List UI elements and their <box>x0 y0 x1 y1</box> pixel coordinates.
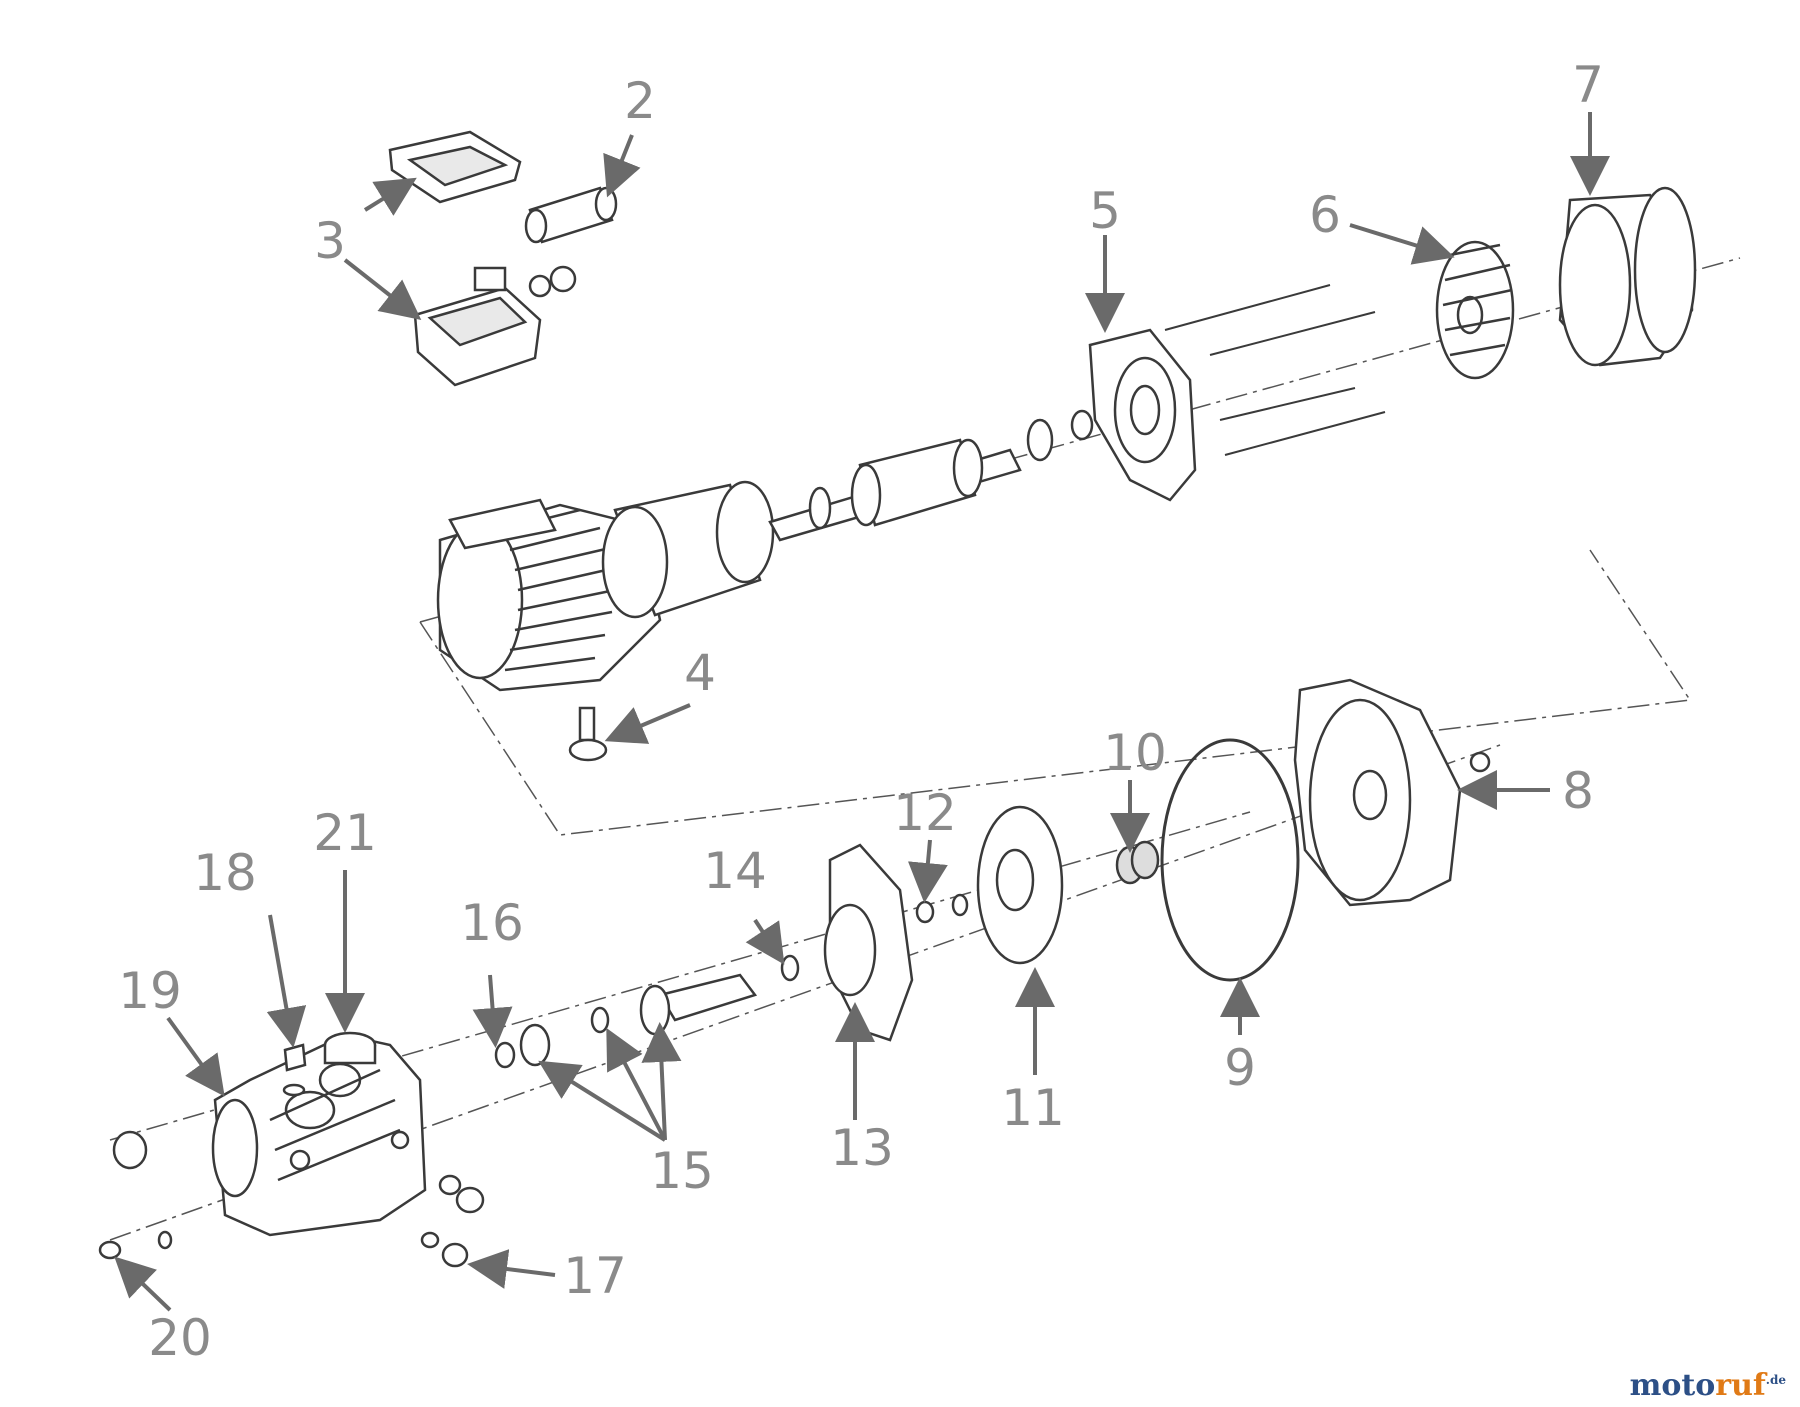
capacitor <box>524 186 618 298</box>
label-21: 21 <box>313 804 377 862</box>
label-16: 16 <box>460 894 524 952</box>
label-20: 20 <box>148 1309 212 1367</box>
label-5: 5 <box>1089 182 1121 240</box>
pump-casing <box>211 1033 427 1237</box>
venturi-assembly <box>494 954 800 1069</box>
diffuser-plate <box>823 843 914 1042</box>
label-10: 10 <box>1103 724 1167 782</box>
impeller <box>976 805 1064 965</box>
fan-cover <box>1558 186 1697 367</box>
tie-rods <box>1164 284 1386 456</box>
end-shield <box>1088 328 1197 502</box>
impeller-nut <box>915 893 969 924</box>
cooling-fan <box>1435 240 1515 380</box>
label-4: 4 <box>684 644 716 702</box>
label-2: 2 <box>624 72 656 130</box>
label-13: 13 <box>830 1119 894 1177</box>
motor-plug <box>568 706 608 762</box>
label-6: 6 <box>1309 186 1341 244</box>
terminal-box <box>388 130 542 387</box>
o-ring <box>1160 738 1300 982</box>
callout-labels: 2 3 4 5 6 7 8 9 10 11 12 13 14 15 16 17 … <box>118 56 1604 1367</box>
label-7: 7 <box>1572 56 1604 114</box>
stator <box>601 480 775 619</box>
watermark-logo: motoruf.de <box>1629 1368 1786 1403</box>
label-18: 18 <box>193 844 257 902</box>
label-3: 3 <box>314 212 346 270</box>
label-15: 15 <box>650 1142 714 1200</box>
leader-arrows <box>114 112 1610 1312</box>
label-19: 19 <box>118 962 182 1020</box>
pump-bracket <box>1293 678 1491 907</box>
mechanical-seal <box>1115 840 1160 885</box>
label-14: 14 <box>703 842 767 900</box>
label-9: 9 <box>1224 1039 1256 1097</box>
label-8: 8 <box>1562 762 1594 820</box>
label-12: 12 <box>893 784 957 842</box>
drain-plugs <box>98 1130 485 1268</box>
rotor-shaft <box>768 409 1094 542</box>
label-17: 17 <box>563 1247 627 1305</box>
top-plugs <box>282 1031 377 1097</box>
label-11: 11 <box>1001 1079 1065 1137</box>
